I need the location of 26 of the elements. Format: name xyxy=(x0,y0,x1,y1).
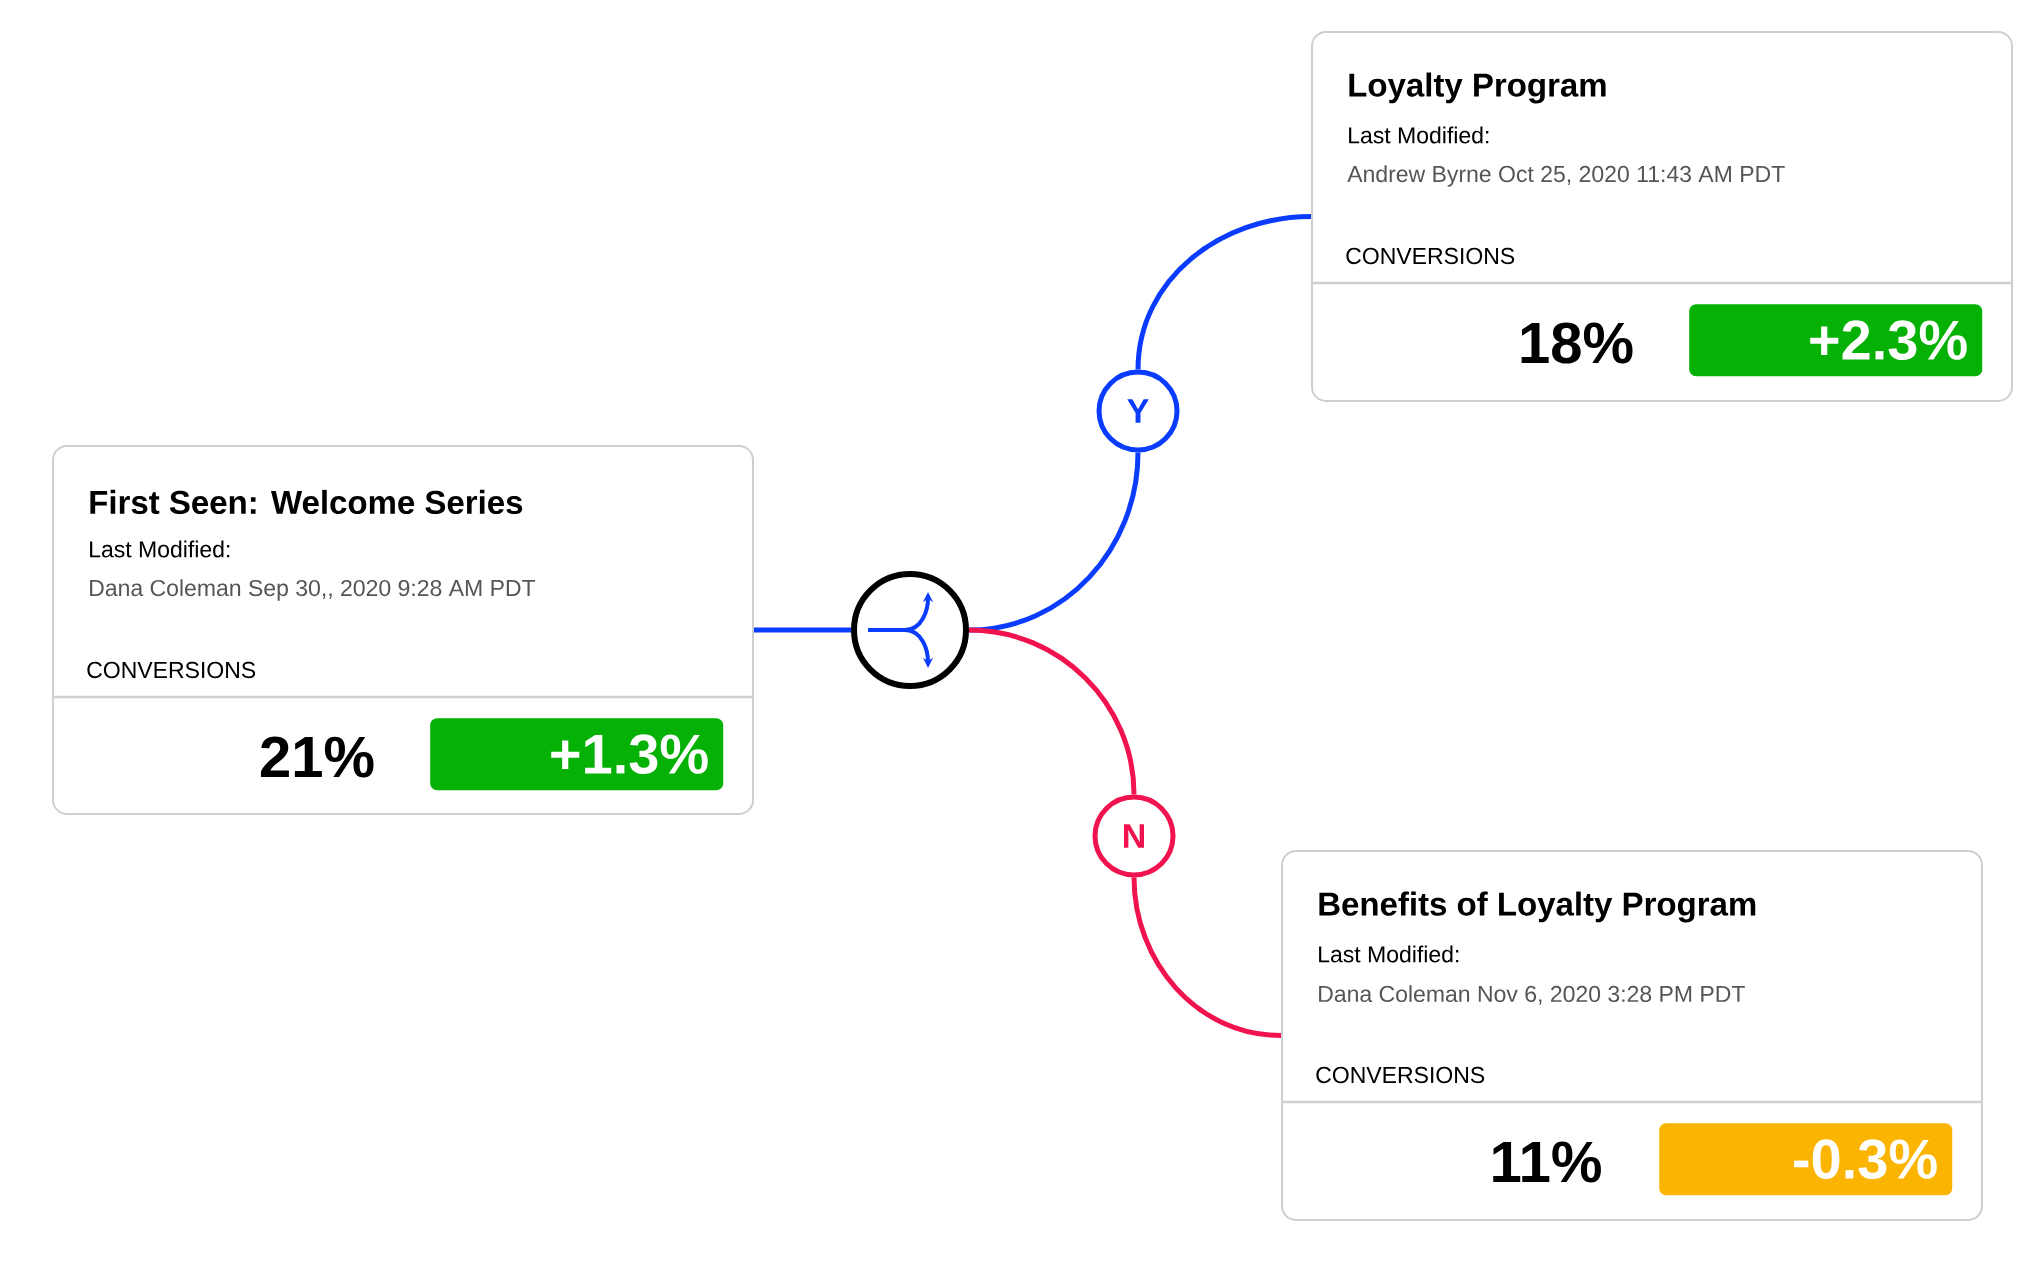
change-badge: +1.3% xyxy=(430,718,724,791)
modified-info: Andrew Byrne Oct 25, 2020 11:43 AM PDT xyxy=(1347,165,1785,187)
split-circle xyxy=(851,571,969,689)
conversion-rate: 21% xyxy=(260,736,374,778)
modified-info: Dana Coleman Sep 30,, 2020 9:28 AM PDT xyxy=(90,579,536,601)
card-title: Benefits of Loyalty Program xyxy=(1319,891,1756,923)
field-label: Last Modified: xyxy=(90,540,230,558)
change-badge: -0.3% xyxy=(1659,1123,1953,1196)
connector xyxy=(1131,877,1282,1038)
connector xyxy=(754,627,851,633)
conversion-rate: 18% xyxy=(1521,322,1633,364)
card-title: First Seen: Welcome Series xyxy=(90,489,523,515)
change-badge: +2.3% xyxy=(1689,304,1983,377)
section-heading: CONVERSIONS xyxy=(87,661,256,679)
section-heading: CONVERSIONS xyxy=(1346,247,1515,265)
card-title: Loyalty Program xyxy=(1349,72,1606,104)
connector xyxy=(968,627,1137,795)
connector xyxy=(968,452,1141,633)
conversion-rate: 11% xyxy=(1493,1141,1601,1183)
branch-label: Y xyxy=(1096,369,1180,453)
branch-label: N xyxy=(1092,794,1176,878)
field-label: Last Modified: xyxy=(1349,126,1489,144)
section-heading: CONVERSIONS xyxy=(1316,1066,1485,1084)
connector xyxy=(1135,214,1312,370)
field-label: Last Modified: xyxy=(1319,945,1459,963)
modified-info: Dana Coleman Nov 6, 2020 3:28 PM PDT xyxy=(1319,985,1745,1005)
